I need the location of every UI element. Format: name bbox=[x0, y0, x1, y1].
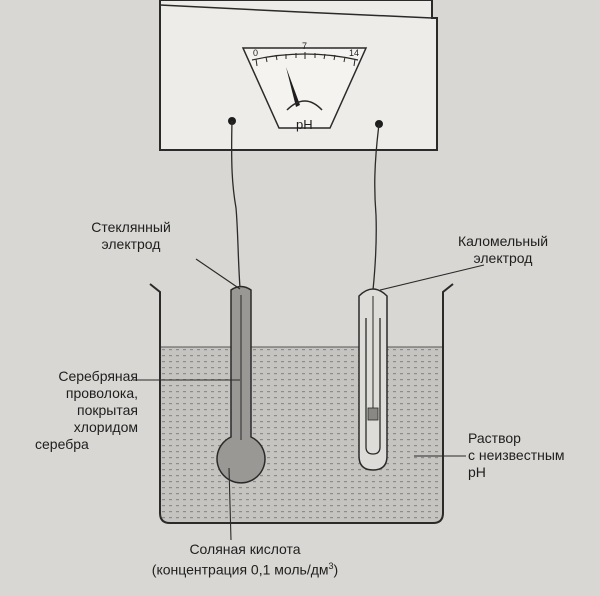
silver-wire-label-line3: покрытая bbox=[77, 402, 138, 418]
meter-scale-mid: 7 bbox=[302, 41, 307, 51]
meter-pivot bbox=[286, 100, 323, 111]
meter-dial bbox=[241, 47, 368, 129]
wire-calomel-electrode bbox=[372, 123, 380, 291]
meter-scale-ticks bbox=[255, 52, 356, 67]
solution-label-line1: Раствор bbox=[468, 430, 521, 446]
beaker bbox=[149, 283, 454, 524]
meter-scale-min: 0 bbox=[253, 48, 258, 58]
wire-glass-electrode bbox=[230, 120, 241, 289]
meter-scale-max: 14 bbox=[349, 48, 359, 58]
calomel-paste bbox=[367, 407, 379, 421]
glass-electrode-label-line2: электрод bbox=[101, 236, 161, 252]
silver-wire-label-line1: Серебряная bbox=[58, 368, 138, 384]
solution-label-line3: pH bbox=[468, 464, 486, 480]
solution-fill bbox=[160, 347, 443, 523]
calomel-electrode-label-line2: электрод bbox=[473, 250, 533, 266]
meter-needle bbox=[286, 67, 300, 107]
hydrochloric-acid-label-line2: (концентрация 0,1 моль/дм3) bbox=[120, 558, 370, 579]
glass-electrode-label-line1: Стеклянный bbox=[91, 219, 171, 235]
silver-wire-label-line4: хлоридом bbox=[73, 419, 138, 435]
acid-concentration-text: (концентрация 0,1 моль/дм bbox=[151, 561, 329, 578]
hydrochloric-acid-label: Соляная кислота (концентрация 0,1 моль/д… bbox=[120, 541, 370, 579]
silver-wire-label-line5: серебра bbox=[35, 436, 89, 452]
glass-electrode bbox=[216, 285, 266, 484]
hydrochloric-acid-label-line1: Соляная кислота bbox=[189, 541, 301, 557]
silver-wire-label: Серебряная проволока, покрытая хлоридом … bbox=[33, 368, 138, 453]
calomel-electrode bbox=[358, 288, 388, 471]
meter-unit-label: pH bbox=[296, 117, 313, 132]
leader-hydrochloric-acid bbox=[228, 467, 232, 541]
solution-label-line2: с неизвестным bbox=[468, 447, 565, 463]
ph-meter: 0 7 14 pH bbox=[159, 0, 438, 151]
calomel-electrode-label-line1: Каломельный bbox=[457, 233, 549, 249]
acid-concentration-exponent: 3 bbox=[328, 561, 334, 571]
solution-label: Раствор с неизвестным pH bbox=[468, 430, 588, 481]
calomel-electrode-label: Каломельный электрод bbox=[439, 233, 567, 267]
beaker-wall bbox=[149, 283, 454, 524]
glass-electrode-label: Стеклянный электрод bbox=[72, 219, 190, 253]
leader-calomel-electrode bbox=[379, 264, 485, 291]
acid-concentration-close: ) bbox=[333, 561, 339, 578]
leader-glass-electrode bbox=[195, 258, 241, 290]
silver-wire-label-line2: проволока, bbox=[65, 385, 138, 401]
